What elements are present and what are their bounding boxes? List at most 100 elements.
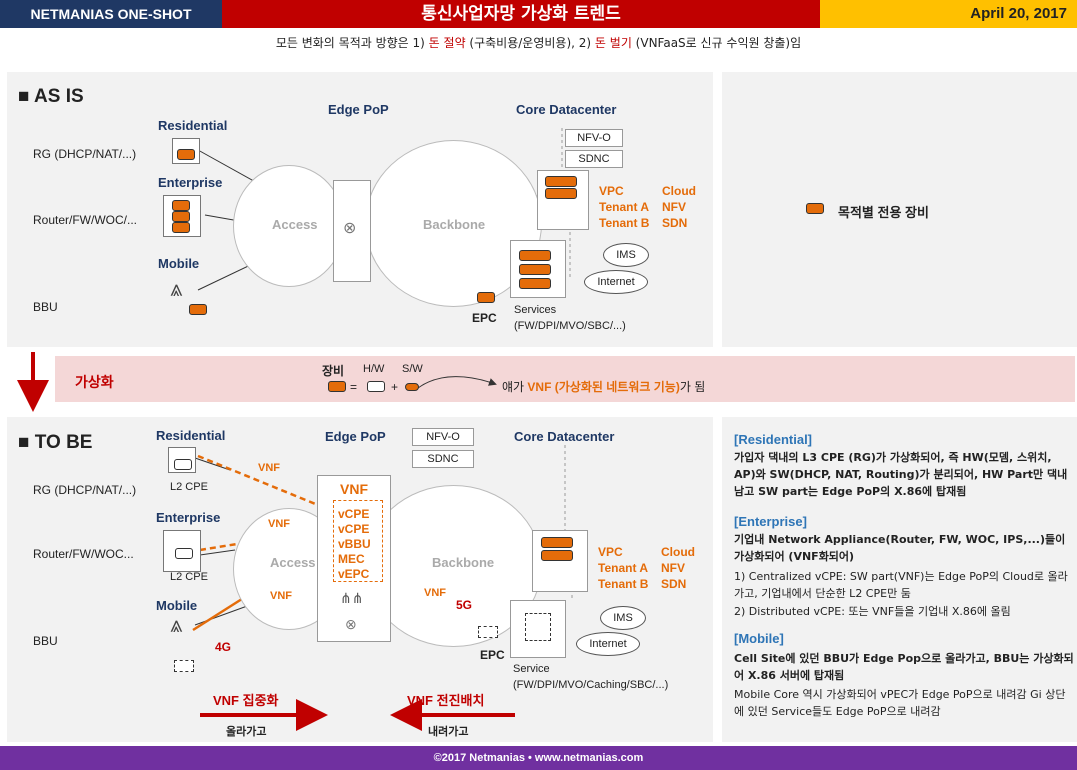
tobe-bbu-dotted-icon bbox=[174, 660, 194, 672]
tobe-router-label: Router/FW/WOC... bbox=[33, 547, 134, 561]
virt-hw-label: H/W bbox=[363, 363, 385, 375]
date-label: April 20, 2017 bbox=[820, 0, 1077, 28]
asis-bbu-label: BBU bbox=[33, 300, 58, 314]
tobe-vnf-arrow-label-2: VNF bbox=[268, 518, 290, 530]
header: NETMANIAS ONE-SHOT 통신사업자망 가상화 트렌드 April … bbox=[0, 0, 1077, 28]
virt-arrow bbox=[417, 376, 497, 389]
asis-nfv-label: NFV bbox=[662, 200, 686, 214]
asis-rg-label: RG (DHCP/NAT/...) bbox=[33, 147, 137, 161]
subtitle-post: (VNFaaS로 신규 수익원 창출)임 bbox=[631, 36, 802, 50]
tobe-core-dc-label: Core Datacenter bbox=[514, 429, 615, 444]
asis-tower-icon: ⩓ bbox=[170, 276, 183, 301]
notes-ent-text-1: 기업내 Network Appliance(Router, FW, WOC, I… bbox=[734, 533, 1066, 563]
asis-ent-device-icon-1 bbox=[172, 200, 190, 211]
tobe-vbbu: vBBU bbox=[338, 537, 371, 551]
tobe-vnf-box-label: VNF bbox=[340, 481, 368, 497]
virt-desc-pre: 얘가 bbox=[502, 380, 528, 394]
notes-ent-text-3: 2) Distributed vCPE: 또는 VNF들을 기업내 X.86에 … bbox=[734, 605, 1011, 618]
brand-label: NETMANIAS ONE-SHOT bbox=[0, 0, 222, 28]
tobe-epc-dotted-icon bbox=[478, 626, 498, 638]
tobe-mec: MEC bbox=[338, 552, 365, 566]
notes-res-heading: [Residential] bbox=[734, 432, 813, 447]
asis-edge-pop-label: Edge PoP bbox=[328, 102, 389, 117]
asis-ent-device-icon-2 bbox=[172, 211, 190, 222]
virt-sw-label: S/W bbox=[402, 363, 423, 375]
virt-desc-post: 가 됨 bbox=[679, 380, 706, 394]
tobe-service-label: Service bbox=[513, 663, 550, 675]
vnf-arrow-res bbox=[197, 454, 340, 516]
virt-sw-icon bbox=[405, 383, 419, 391]
tobe-l2cpe2-label: L2 CPE bbox=[170, 571, 208, 583]
tobe-tree-icon: ⋔⋔ bbox=[340, 590, 364, 606]
tobe-cloud-label: Cloud bbox=[661, 545, 695, 559]
asis-title: ■ AS IS bbox=[18, 86, 84, 107]
subtitle-hl1: 돈 절약 bbox=[428, 36, 466, 50]
virt-eq-sign: = bbox=[350, 380, 358, 394]
tobe-link-res bbox=[194, 457, 231, 471]
tobe-vepc: vEPC bbox=[338, 567, 370, 581]
tobe-bbu-label: BBU bbox=[33, 634, 58, 648]
virt-label: 가상화 bbox=[75, 374, 114, 390]
footer: ©2017 Netmanias • www.netmanias.com bbox=[0, 746, 1077, 770]
notes-mob-heading: [Mobile] bbox=[734, 631, 784, 646]
asis-enterprise-label: Enterprise bbox=[158, 175, 223, 190]
tobe-service-dotted-icon bbox=[525, 613, 551, 641]
asis-residential-label: Residential bbox=[158, 118, 228, 133]
asis-edge-pop-box bbox=[333, 180, 371, 282]
tobe-l2cpe1-label: L2 CPE bbox=[170, 481, 208, 493]
tobe-internet-oval: Internet bbox=[576, 632, 640, 656]
tobe-tenant-a-label: Tenant A bbox=[598, 561, 648, 575]
notes-mob-text-1: Cell Site에 있던 BBU가 Edge Pop으로 올라가고, BBU는… bbox=[734, 652, 1074, 682]
tobe-link-mob bbox=[194, 604, 251, 626]
tobe-vnf-arrow-label-3: VNF bbox=[270, 590, 292, 602]
asis-tenant-b-label: Tenant B bbox=[599, 216, 650, 230]
asis-svc-device-icon-3 bbox=[519, 278, 551, 289]
tobe-rg-l2cpe-icon bbox=[174, 459, 192, 470]
asis-cloud-label: Cloud bbox=[662, 184, 696, 198]
tobe-sdnc-tag: SDNC bbox=[412, 450, 474, 468]
virt-plus-sign: + bbox=[391, 380, 399, 394]
virt-hw-icon bbox=[367, 381, 385, 392]
asis-tenant-a-label: Tenant A bbox=[599, 200, 649, 214]
tobe-dc-device-icon-1 bbox=[541, 537, 573, 548]
virt-equip-icon bbox=[328, 381, 346, 392]
tobe-access-label: Access bbox=[270, 555, 316, 570]
asis-svc-device-icon-1 bbox=[519, 250, 551, 261]
asis-backbone-label: Backbone bbox=[423, 217, 486, 232]
asis-dc-device-icon-2 bbox=[545, 188, 577, 199]
tobe-title: ■ TO BE bbox=[18, 432, 93, 453]
subtitle: 모든 변화의 목적과 방향은 1) 돈 절약 (구축비용/운영비용), 2) 돈… bbox=[0, 34, 1077, 51]
tobe-enterprise-label: Enterprise bbox=[156, 510, 221, 525]
asis-svc-device-icon-2 bbox=[519, 264, 551, 275]
asis-ims-oval: IMS bbox=[603, 243, 649, 267]
legend-device-icon bbox=[806, 203, 824, 214]
tobe-switch-icon: ⊗ bbox=[345, 616, 357, 632]
tobe-5g-label: 5G bbox=[456, 598, 473, 612]
notes-panel bbox=[722, 417, 1077, 742]
centralize-label: VNF 집중화 bbox=[213, 693, 279, 708]
tobe-nfv-label: NFV bbox=[661, 561, 685, 575]
tobe-tower-icon: ⩓ bbox=[170, 612, 183, 637]
tobe-backbone-label: Backbone bbox=[432, 555, 495, 570]
tobe-sdn-label: SDN bbox=[661, 577, 687, 591]
asis-access-label: Access bbox=[272, 217, 318, 232]
asis-bbu-device-icon bbox=[189, 304, 207, 315]
asis-vpc-label: VPC bbox=[599, 184, 624, 198]
asis-switch-icon: ⊗ bbox=[343, 220, 357, 237]
asis-epc-label: EPC bbox=[472, 311, 497, 325]
page-title: 통신사업자망 가상화 트렌드 bbox=[222, 0, 820, 28]
subtitle-pre: 모든 변화의 목적과 방향은 1) bbox=[275, 36, 429, 50]
asis-internet-oval: Internet bbox=[584, 270, 648, 294]
legend-panel bbox=[722, 72, 1077, 347]
subtitle-hl2: 돈 벌기 bbox=[594, 36, 632, 50]
tobe-edge-pop-label: Edge PoP bbox=[325, 429, 386, 444]
up-label: 올라가고 bbox=[226, 726, 267, 738]
notes-mob-text-2: Mobile Core 역시 가상화되어 vPEC가 Edge PoP으로 내려… bbox=[734, 688, 1066, 718]
tobe-mobile-label: Mobile bbox=[156, 598, 198, 613]
tobe-tenant-b-label: Tenant B bbox=[598, 577, 649, 591]
asis-nfvo-tag: NFV-O bbox=[565, 129, 623, 147]
asis-mobile-label: Mobile bbox=[158, 256, 200, 271]
tobe-link-ent bbox=[199, 549, 236, 556]
asis-rg-device-icon bbox=[177, 149, 195, 160]
tobe-vcpe1: vCPE bbox=[338, 507, 370, 521]
